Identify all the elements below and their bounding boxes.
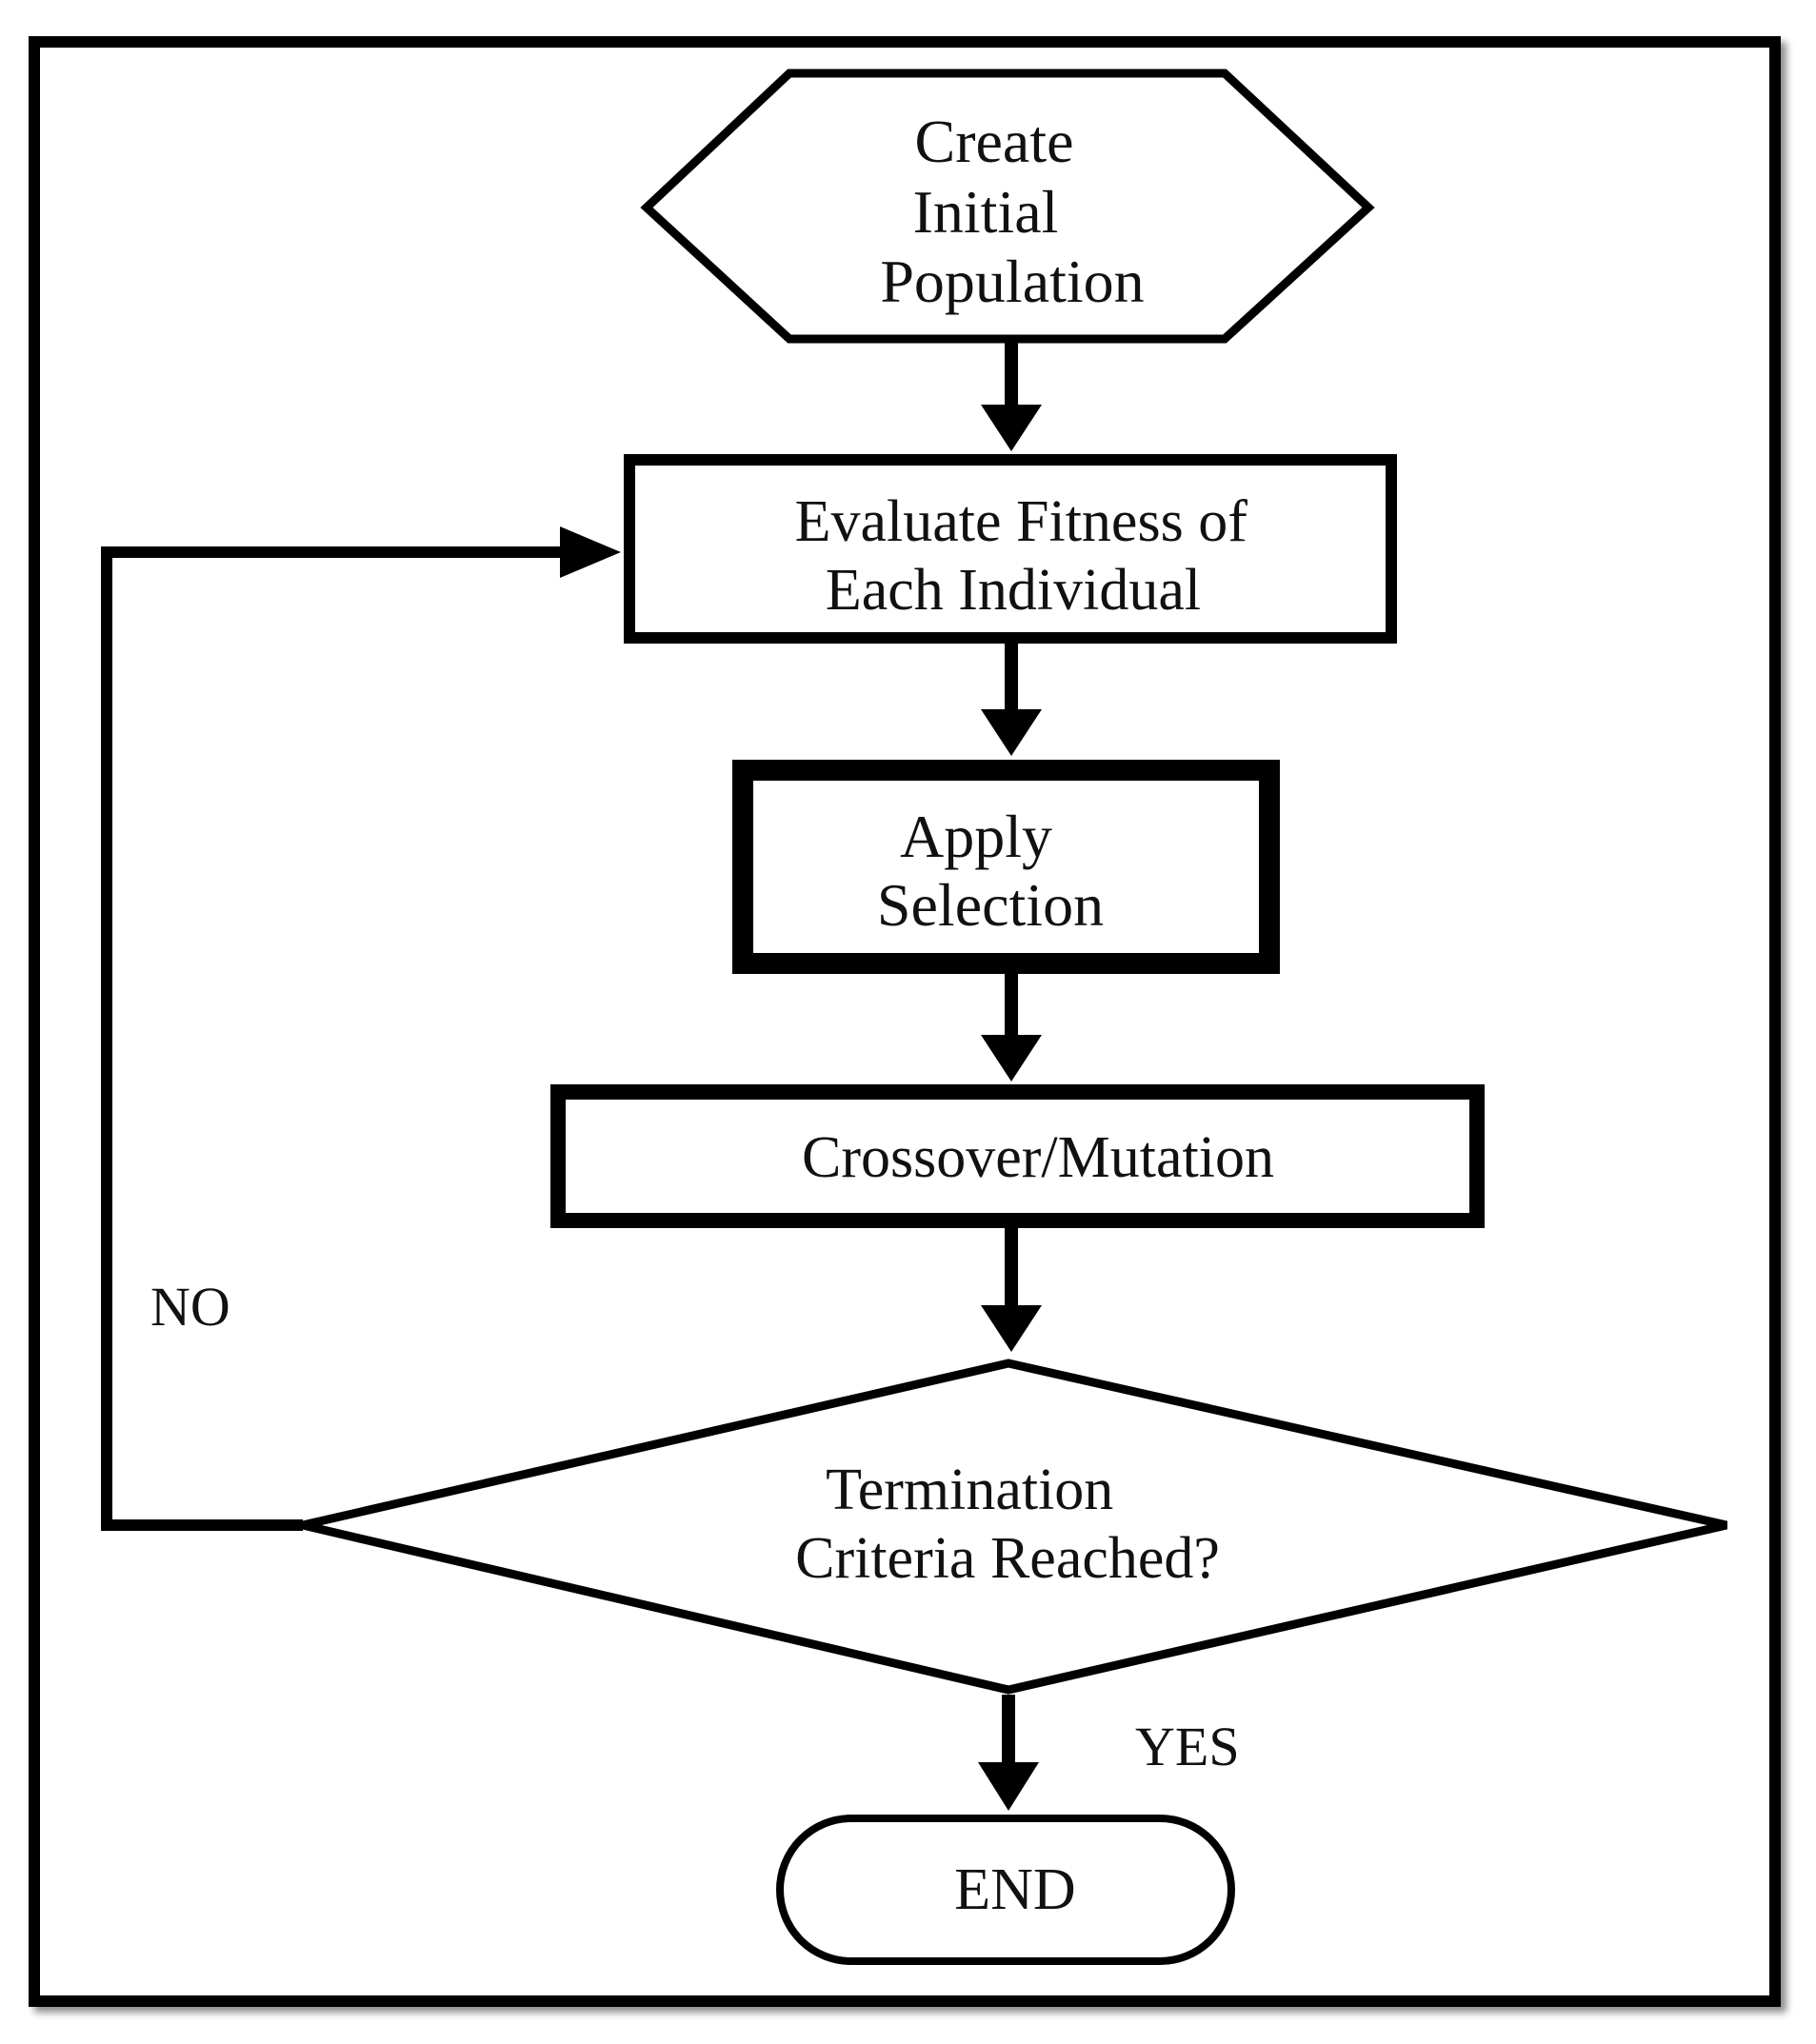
svg-text:Termination Criteria Rea: Termination Criteria Reached? (795, 1458, 1220, 1591)
node-end: END (776, 1815, 1235, 1965)
start-line-2: Initial (913, 178, 1059, 246)
arrow-selection-to-crossover (981, 973, 1042, 1082)
node-termination-decision: Termination Criteria Reached? (301, 1359, 1728, 1695)
start-line-3: Population (880, 248, 1144, 315)
arrow-evaluate-to-selection (981, 644, 1042, 756)
evaluate-line-1: Evaluate Fitness of (795, 489, 1248, 554)
end-label: END (954, 1857, 1075, 1922)
svg-text:Apply Selection: Apply Selection (877, 803, 1104, 939)
yes-label: YES (1135, 1716, 1240, 1777)
evaluate-line-2: Each Individual (826, 558, 1201, 623)
decision-diamond (301, 1359, 1728, 1695)
crossover-line-1: Crossover/Mutation (802, 1125, 1274, 1190)
arrow-yes-to-end (978, 1695, 1039, 1811)
node-create-initial-population: Create Initial Population (640, 69, 1375, 344)
decision-line-1: Termination (826, 1458, 1113, 1522)
diagram-frame (29, 36, 1781, 2007)
selection-line-1: Apply (900, 803, 1052, 870)
node-crossover-mutation: Crossover/Mutation (550, 1084, 1485, 1228)
no-label: NO (150, 1276, 230, 1338)
svg-text:Crossover/Mutation: Crossover/Mutation (802, 1125, 1274, 1190)
svg-text:END: END (954, 1857, 1075, 1922)
node-evaluate-fitness: Evaluate Fitness of Each Individual (624, 454, 1397, 644)
svg-text:Create Initial Pop: Create Initial Population (880, 108, 1144, 315)
decision-line-2: Criteria Reached? (795, 1526, 1220, 1591)
arrow-start-to-evaluate (981, 343, 1042, 451)
end-terminator (776, 1815, 1235, 1965)
svg-text:Evaluate Fitness of Each: Evaluate Fitness of Each Individual (795, 489, 1263, 623)
arrow-crossover-to-decision (981, 1228, 1042, 1352)
selection-line-2: Selection (877, 871, 1104, 939)
selection-box (732, 760, 1280, 974)
arrow-no-loop (101, 526, 621, 1531)
node-apply-selection: Apply Selection (732, 760, 1280, 974)
evaluate-box (624, 454, 1397, 644)
hexagon-shape (640, 69, 1375, 344)
crossover-box (550, 1084, 1485, 1228)
start-line-1: Create (915, 108, 1074, 175)
